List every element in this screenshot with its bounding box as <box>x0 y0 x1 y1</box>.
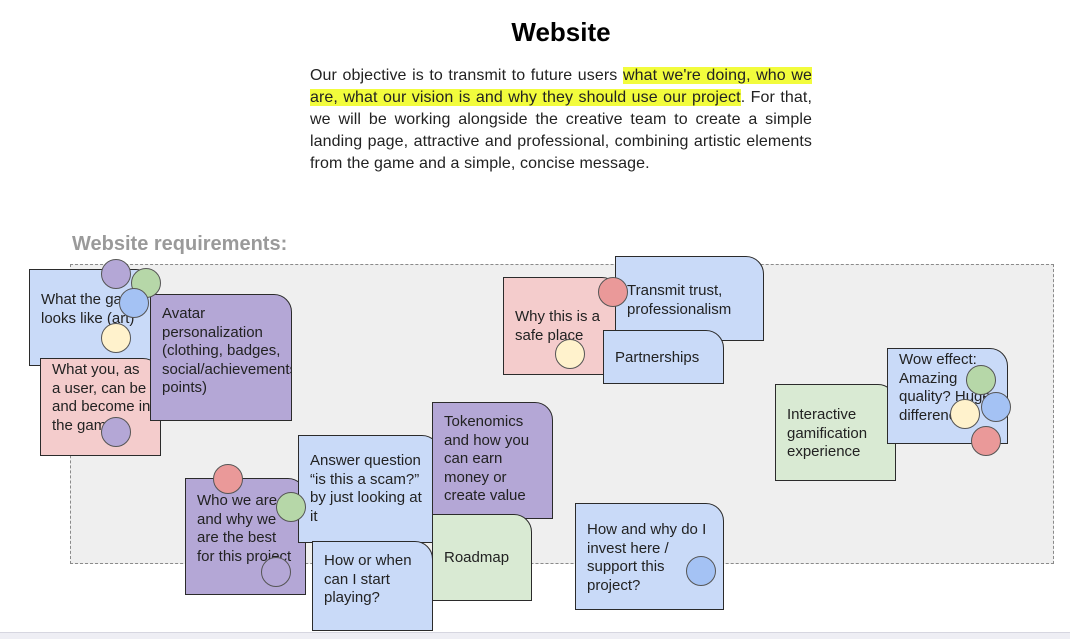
dot-blue-1 <box>119 288 149 318</box>
dot-yellow-2 <box>555 339 585 369</box>
note-partnerships[interactable]: Partnerships <box>603 330 724 384</box>
dot-purple-2 <box>101 417 131 447</box>
note-playing-text: How or when can I start playing? <box>324 552 412 606</box>
bottom-scroll-strip <box>0 632 1070 639</box>
dot-purple-1 <box>101 259 131 289</box>
objective-text-end: . For that, we will be working alongside… <box>310 89 812 172</box>
note-trust[interactable]: Transmit trust, professionalism <box>615 256 764 341</box>
dot-green-3 <box>966 365 996 395</box>
objective-text-start: Our objective is to transmit to future u… <box>310 67 623 84</box>
dot-yellow-3 <box>950 399 980 429</box>
dot-red-1 <box>213 464 243 494</box>
note-user[interactable]: What you, as a user, can be and become i… <box>40 358 161 456</box>
dot-yellow-1 <box>101 323 131 353</box>
dot-green-2 <box>276 492 306 522</box>
note-partnerships-text: Partnerships <box>615 349 700 366</box>
dot-red-2 <box>598 277 628 307</box>
note-roadmap[interactable]: Roadmap <box>432 514 532 601</box>
note-gamification[interactable]: Interactive gamification experience <box>775 384 896 481</box>
note-invest-text: How and why do I invest here / support t… <box>587 521 707 594</box>
note-scam[interactable]: Answer question “is this a scam?” by jus… <box>298 435 440 543</box>
dot-red-3 <box>971 426 1001 456</box>
page-title: Website <box>511 17 611 47</box>
note-playing[interactable]: How or when can I start playing? <box>312 541 433 631</box>
note-user-text: What you, as a user, can be and become i… <box>52 361 151 434</box>
note-avatar[interactable]: Avatar personalization (clothing, badges… <box>150 294 292 421</box>
note-scam-text: Answer question “is this a scam?” by jus… <box>310 452 422 525</box>
note-art-text: What the game looks like (art) <box>41 291 143 327</box>
note-gamification-text: Interactive gamification experience <box>787 406 868 460</box>
note-tokenomics-text: Tokenomics and how you can earn money or… <box>444 413 530 504</box>
dot-purple-3 <box>261 557 291 587</box>
dot-blue-2 <box>686 556 716 586</box>
note-roadmap-text: Roadmap <box>444 549 510 566</box>
note-trust-text: Transmit trust, professionalism <box>627 282 732 318</box>
note-tokenomics[interactable]: Tokenomics and how you can earn money or… <box>432 402 553 519</box>
requirements-heading: Website requirements: <box>72 233 288 255</box>
dot-blue-3 <box>981 392 1011 422</box>
note-avatar-text: Avatar personalization (clothing, badges… <box>162 305 292 396</box>
objective-paragraph: Our objective is to transmit to future u… <box>310 65 812 175</box>
